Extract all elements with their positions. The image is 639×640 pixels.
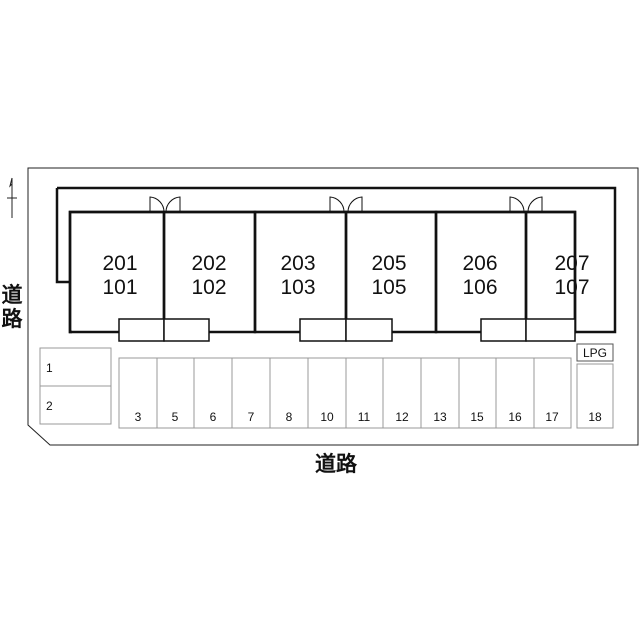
parking-number: 15	[470, 410, 484, 424]
parking-number: 11	[358, 410, 371, 424]
door-icon	[165, 196, 181, 213]
unit-lower-label: 105	[371, 276, 406, 299]
door-swings	[149, 196, 543, 213]
unit-upper-label: 201	[102, 252, 137, 275]
balcony	[525, 318, 576, 342]
balcony	[345, 318, 393, 342]
unit-lower-label: 106	[462, 276, 497, 299]
unit-upper-label: 202	[191, 252, 226, 275]
unit-lower-label: 102	[191, 276, 226, 299]
door-icon	[527, 196, 543, 213]
unit-upper-label: 205	[371, 252, 406, 275]
unit-upper-label: 203	[280, 252, 315, 275]
parking-number: 16	[508, 410, 522, 424]
door-icon	[347, 196, 363, 213]
balconies	[118, 318, 576, 342]
parking-number: 10	[320, 410, 334, 424]
unit-lower-label: 101	[102, 276, 137, 299]
units	[68, 210, 577, 334]
balcony	[118, 318, 165, 342]
parking-space	[576, 363, 614, 429]
balcony	[299, 318, 347, 342]
parking-number: 5	[172, 410, 179, 424]
parking-number: 6	[210, 410, 217, 424]
parking-number: 2	[46, 399, 53, 413]
parking-number: 18	[588, 410, 602, 424]
parking-space-2	[39, 385, 112, 425]
road-label-bottom: 道路	[315, 452, 358, 476]
parking-number: 12	[395, 410, 409, 424]
parking-number: 13	[433, 410, 447, 424]
unit-lower-label: 107	[554, 276, 589, 299]
unit-upper-label: 207	[554, 252, 589, 275]
parking-row	[118, 357, 614, 429]
parking-left	[39, 347, 112, 425]
unit-lower-label: 103	[280, 276, 315, 299]
door-icon	[509, 196, 525, 213]
parking-number: 8	[286, 410, 293, 424]
parking-numbers: 3 5 6 7 8 10 11 12 13 15 16 17 18	[135, 410, 602, 424]
road-label-left-1: 道	[2, 283, 23, 307]
balcony	[480, 318, 527, 342]
site-boundary	[27, 167, 639, 446]
door-icon	[329, 196, 345, 213]
lpg-box	[576, 343, 614, 362]
lpg-label: LPG	[583, 346, 607, 360]
parking-space	[533, 357, 572, 429]
parking-number: 7	[248, 410, 255, 424]
door-icon	[149, 196, 165, 213]
road-label-left-2: 路	[2, 307, 24, 331]
unit-labels: 201 101 202 102 203 103 205 105 206 106 …	[102, 252, 589, 299]
balcony	[163, 318, 210, 342]
parking-number: 17	[545, 410, 559, 424]
parking-number: 3	[135, 410, 142, 424]
building-corridor-outline	[55, 186, 617, 334]
parking-number: 1	[46, 361, 53, 375]
unit-upper-label: 206	[462, 252, 497, 275]
north-arrow-icon	[7, 177, 17, 218]
